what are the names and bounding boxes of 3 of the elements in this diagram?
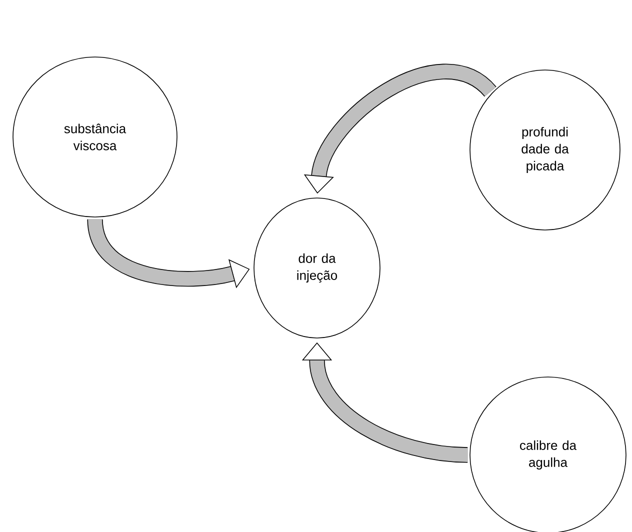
circle-node: substância viscosa <box>12 56 178 218</box>
circle-node: profundi dade da picada <box>470 70 620 230</box>
circle-node: dor da injeção <box>254 198 380 338</box>
